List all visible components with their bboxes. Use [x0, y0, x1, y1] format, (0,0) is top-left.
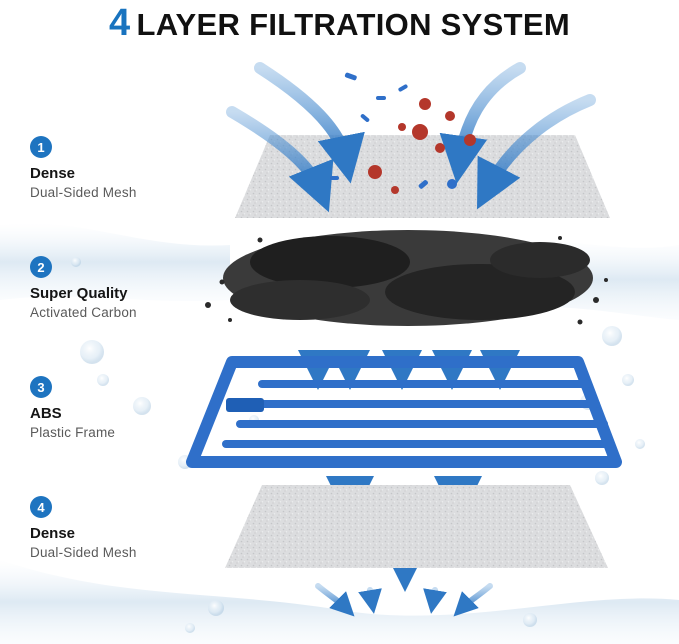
- layer-label-3: 3 ABS Plastic Frame: [30, 376, 210, 442]
- layer-number-badge: 3: [30, 376, 52, 398]
- outgoing-water-arrows: [315, 583, 493, 617]
- particle-icon: [330, 72, 457, 189]
- layer-title: ABS: [30, 405, 62, 422]
- contaminants: [330, 72, 476, 194]
- layer-label-4: 4 Dense Dual-Sided Mesh: [30, 496, 210, 562]
- layer-subtitle: Dual-Sided Mesh: [30, 185, 137, 200]
- flow-arrows-middle: [298, 227, 520, 390]
- layer-title: Super Quality: [30, 285, 128, 302]
- bottom-mesh-layer: [225, 485, 608, 568]
- layer-label-1: 1 Dense Dual-Sided Mesh: [30, 136, 210, 202]
- layer-subtitle: Plastic Frame: [30, 425, 116, 440]
- title-number: 4: [109, 2, 131, 44]
- layer-label-2: 2 Super Quality Activated Carbon: [30, 256, 210, 322]
- bacteria-icon: [368, 98, 476, 194]
- layer-subtitle: Activated Carbon: [30, 305, 137, 320]
- layer-title: Dense: [30, 525, 76, 542]
- layer-labels: 1 Dense Dual-Sided Mesh 2 Super Quality …: [0, 0, 200, 644]
- layer-subtitle: Dual-Sided Mesh: [30, 545, 137, 560]
- layer-title: Dense: [30, 165, 76, 182]
- incoming-water-arrows: [226, 62, 596, 213]
- layer-number-badge: 4: [30, 496, 52, 518]
- layer-number-badge: 1: [30, 136, 52, 158]
- title-text: LAYER FILTRATION SYSTEM: [136, 7, 570, 42]
- layer-number-badge: 2: [30, 256, 52, 278]
- abs-plastic-frame: [186, 356, 622, 468]
